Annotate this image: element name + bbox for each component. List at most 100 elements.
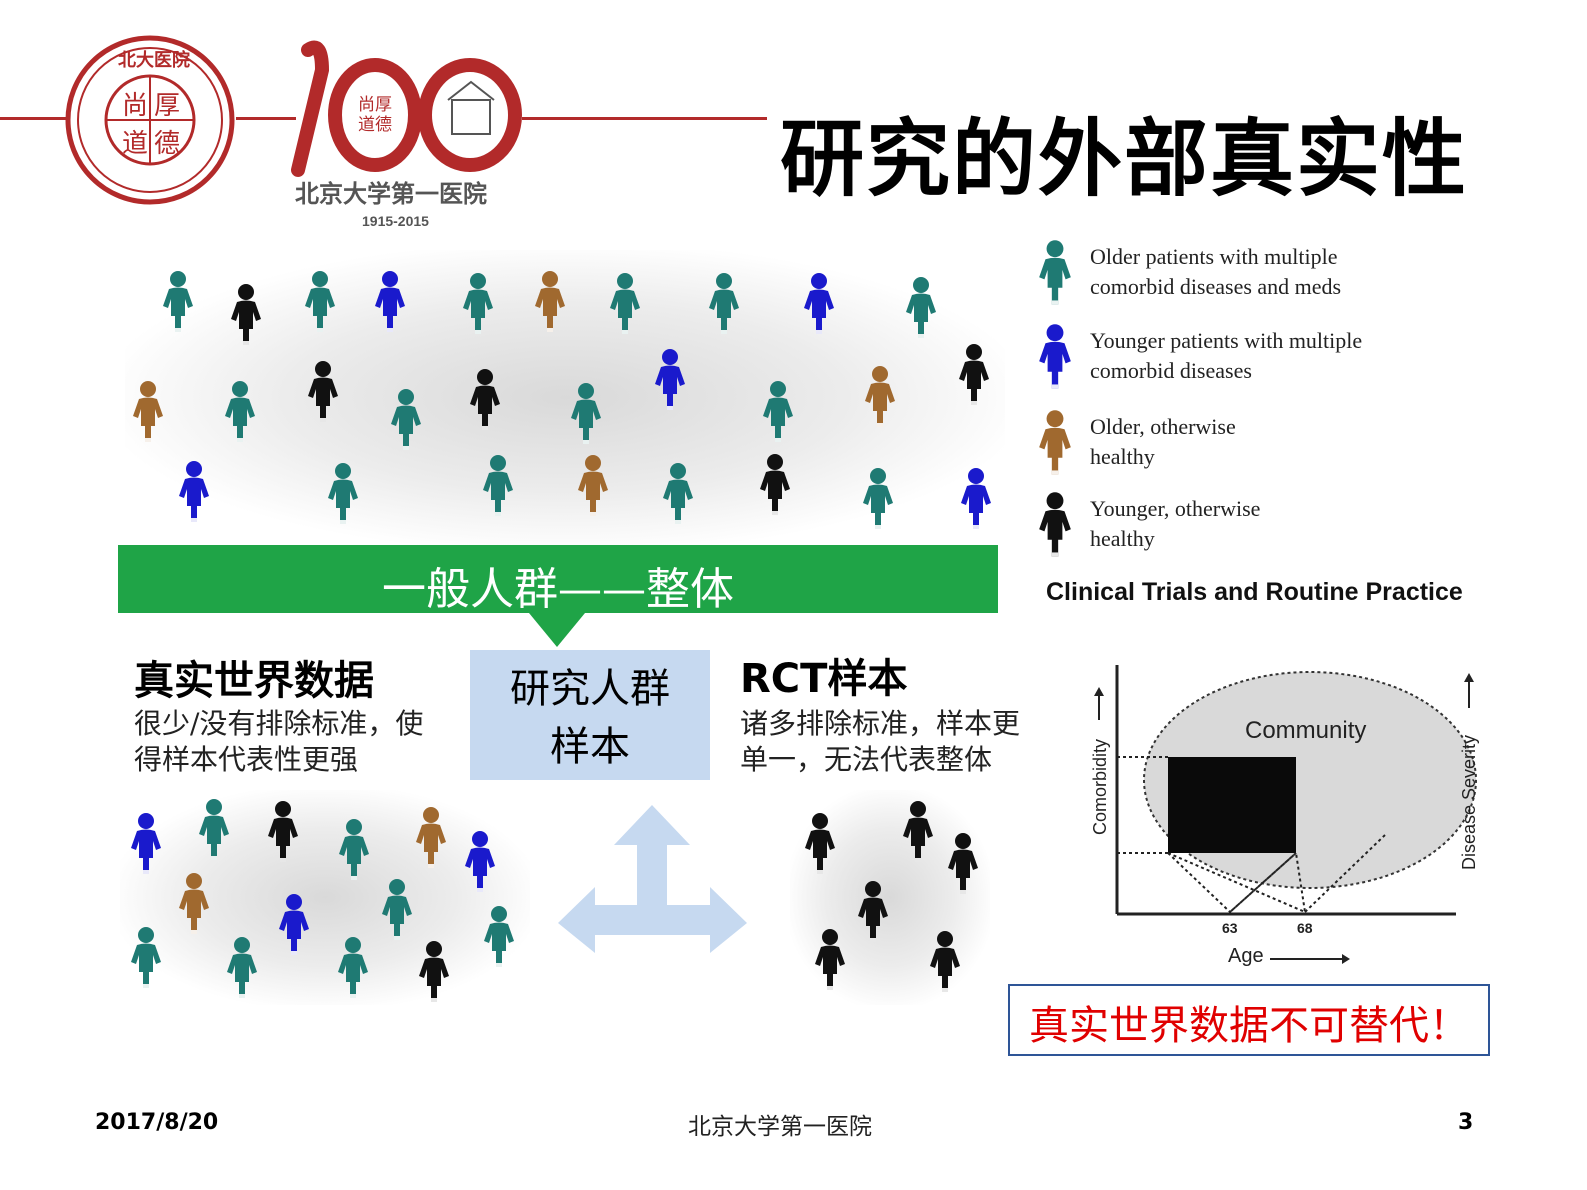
three-way-arrow-icon [558, 805, 747, 953]
population-person-brown-icon [862, 365, 898, 429]
population-person-teal-icon [480, 454, 516, 518]
x-tick-68: 68 [1297, 920, 1313, 936]
population-person-teal-icon [160, 270, 196, 334]
person-brown-icon [1036, 408, 1074, 478]
y-axis-right-label: Disease Severity [1459, 735, 1479, 870]
person-black-icon [1036, 490, 1074, 560]
population-person-blue-icon [958, 467, 994, 531]
rct-person-black-icon [802, 812, 838, 876]
trial-sample-rect [1168, 757, 1296, 853]
rwd-person-blue-icon [276, 893, 312, 957]
population-person-teal-icon [860, 467, 896, 531]
hospital-years: 1915-2015 [362, 213, 429, 229]
population-person-black-icon [467, 368, 503, 432]
footer-page-number: 3 [1458, 1110, 1474, 1135]
legend-item-2: Younger patients with multiple comorbid d… [1090, 326, 1362, 386]
population-person-blue-icon [176, 460, 212, 524]
rct-person-black-icon [855, 880, 891, 944]
rct-description-line2: 单一，无法代表整体 [740, 743, 993, 776]
population-person-teal-icon [222, 380, 258, 444]
population-person-black-icon [757, 453, 793, 517]
rwd-person-teal-icon [336, 818, 372, 882]
legend-item-4: Younger, otherwise healthy [1090, 494, 1260, 554]
footer-org: 北京大学第一医院 [688, 1114, 872, 1140]
header-rule-left [0, 117, 70, 120]
footer-date: 2017/8/20 [95, 1110, 219, 1135]
rwd-person-teal-icon [335, 936, 371, 1000]
rwd-person-black-icon [416, 940, 452, 1004]
legend-item-line1: Younger, otherwise [1090, 496, 1261, 521]
header-rule-mid [236, 117, 296, 120]
legend-item-1: Older patients with multiple comorbid dis… [1090, 242, 1341, 302]
conclusion-box [1008, 984, 1490, 1056]
legend-item-line1: Younger patients with multiple [1090, 328, 1363, 353]
study-sample-line1: 研究人群 [510, 666, 670, 712]
rct-description-line1: 诸多排除标准，样本更 [740, 707, 1021, 740]
hospital-seal-icon: 尚 厚 道 德 北大医院 [65, 35, 235, 205]
legend-item-line1: Older patients with multiple [1090, 244, 1338, 269]
centennial-100-icon: 尚厚 道德 [291, 40, 522, 177]
rwd-person-teal-icon [481, 905, 517, 969]
rct-person-black-icon [900, 800, 936, 864]
population-person-black-icon [956, 343, 992, 407]
study-sample-box [470, 650, 710, 780]
chart-title: Clinical Trials and Routine Practice [1046, 578, 1463, 606]
rwd-person-blue-icon [128, 812, 164, 876]
hospital-wordmark: 北京大学第一医院 [295, 179, 487, 208]
population-person-blue-icon [372, 270, 408, 334]
rwd-description-line2: 得样本代表性更强 [134, 743, 359, 776]
age-comorbidity-chart: Community 63 68 Age Comorbidity Disease … [1090, 665, 1479, 967]
population-person-teal-icon [388, 388, 424, 452]
study-sample-line2: 样本 [550, 724, 630, 770]
population-banner [118, 545, 998, 613]
population-person-blue-icon [801, 272, 837, 336]
rwd-person-teal-icon [128, 926, 164, 990]
population-person-black-icon [228, 283, 264, 347]
legend-item-line2: comorbid diseases and meds [1090, 274, 1342, 299]
rct-description: 诸多排除标准，样本更 单一，无法代表整体 [740, 706, 1020, 778]
x-axis-label: Age [1228, 945, 1264, 967]
header-rule-right [522, 117, 767, 120]
svg-text:尚: 尚 [122, 91, 148, 121]
rct-person-black-icon [812, 928, 848, 992]
population-person-teal-icon [660, 462, 696, 526]
rwd-description-line1: 很少/没有排除标准，使 [134, 707, 424, 740]
legend-item-line2: comorbid diseases [1090, 358, 1252, 383]
svg-text:道德: 道德 [358, 115, 392, 135]
rct-person-black-icon [927, 930, 963, 994]
population-person-brown-icon [532, 270, 568, 334]
hospital-logo: 尚 厚 道 德 北大医院 尚厚 道德 北京大学第一医院 1915-2015 [65, 35, 522, 229]
conclusion-text: 真实世界数据不可替代！ [1029, 1003, 1469, 1049]
population-person-blue-icon [652, 348, 688, 412]
legend-item-line1: Older, otherwise [1090, 414, 1236, 439]
population-person-black-icon [305, 360, 341, 424]
rwd-person-teal-icon [224, 936, 260, 1000]
page-title: 研究的外部真实性 [780, 109, 1469, 208]
rct-heading: RCT样本 [740, 656, 908, 702]
rct-person-black-icon [945, 832, 981, 896]
svg-text:道: 道 [122, 129, 148, 159]
population-person-teal-icon [760, 380, 796, 444]
population-crowd-area [125, 250, 1005, 545]
down-arrow-icon [529, 613, 585, 647]
x-tick-63: 63 [1222, 920, 1238, 936]
svg-text:厚: 厚 [154, 91, 180, 121]
svg-text:北大医院: 北大医院 [118, 49, 190, 71]
population-person-brown-icon [130, 380, 166, 444]
population-person-teal-icon [903, 276, 939, 340]
rwd-person-brown-icon [413, 806, 449, 870]
population-person-teal-icon [568, 382, 604, 446]
legend-item-3: Older, otherwise healthy [1090, 412, 1236, 472]
legend-item-line2: healthy [1090, 526, 1155, 551]
rwd-person-teal-icon [196, 798, 232, 862]
population-person-teal-icon [302, 270, 338, 334]
population-banner-label: 一般人群——整体 [382, 564, 734, 615]
population-person-teal-icon [325, 462, 361, 526]
y-axis-left-label: Comorbidity [1090, 739, 1110, 835]
study-sample-label: 研究人群 样本 [470, 660, 710, 776]
rwd-person-brown-icon [176, 872, 212, 936]
legend-item-line2: healthy [1090, 444, 1155, 469]
svg-text:尚厚: 尚厚 [358, 95, 392, 115]
rwd-person-blue-icon [462, 830, 498, 894]
population-person-brown-icon [575, 454, 611, 518]
